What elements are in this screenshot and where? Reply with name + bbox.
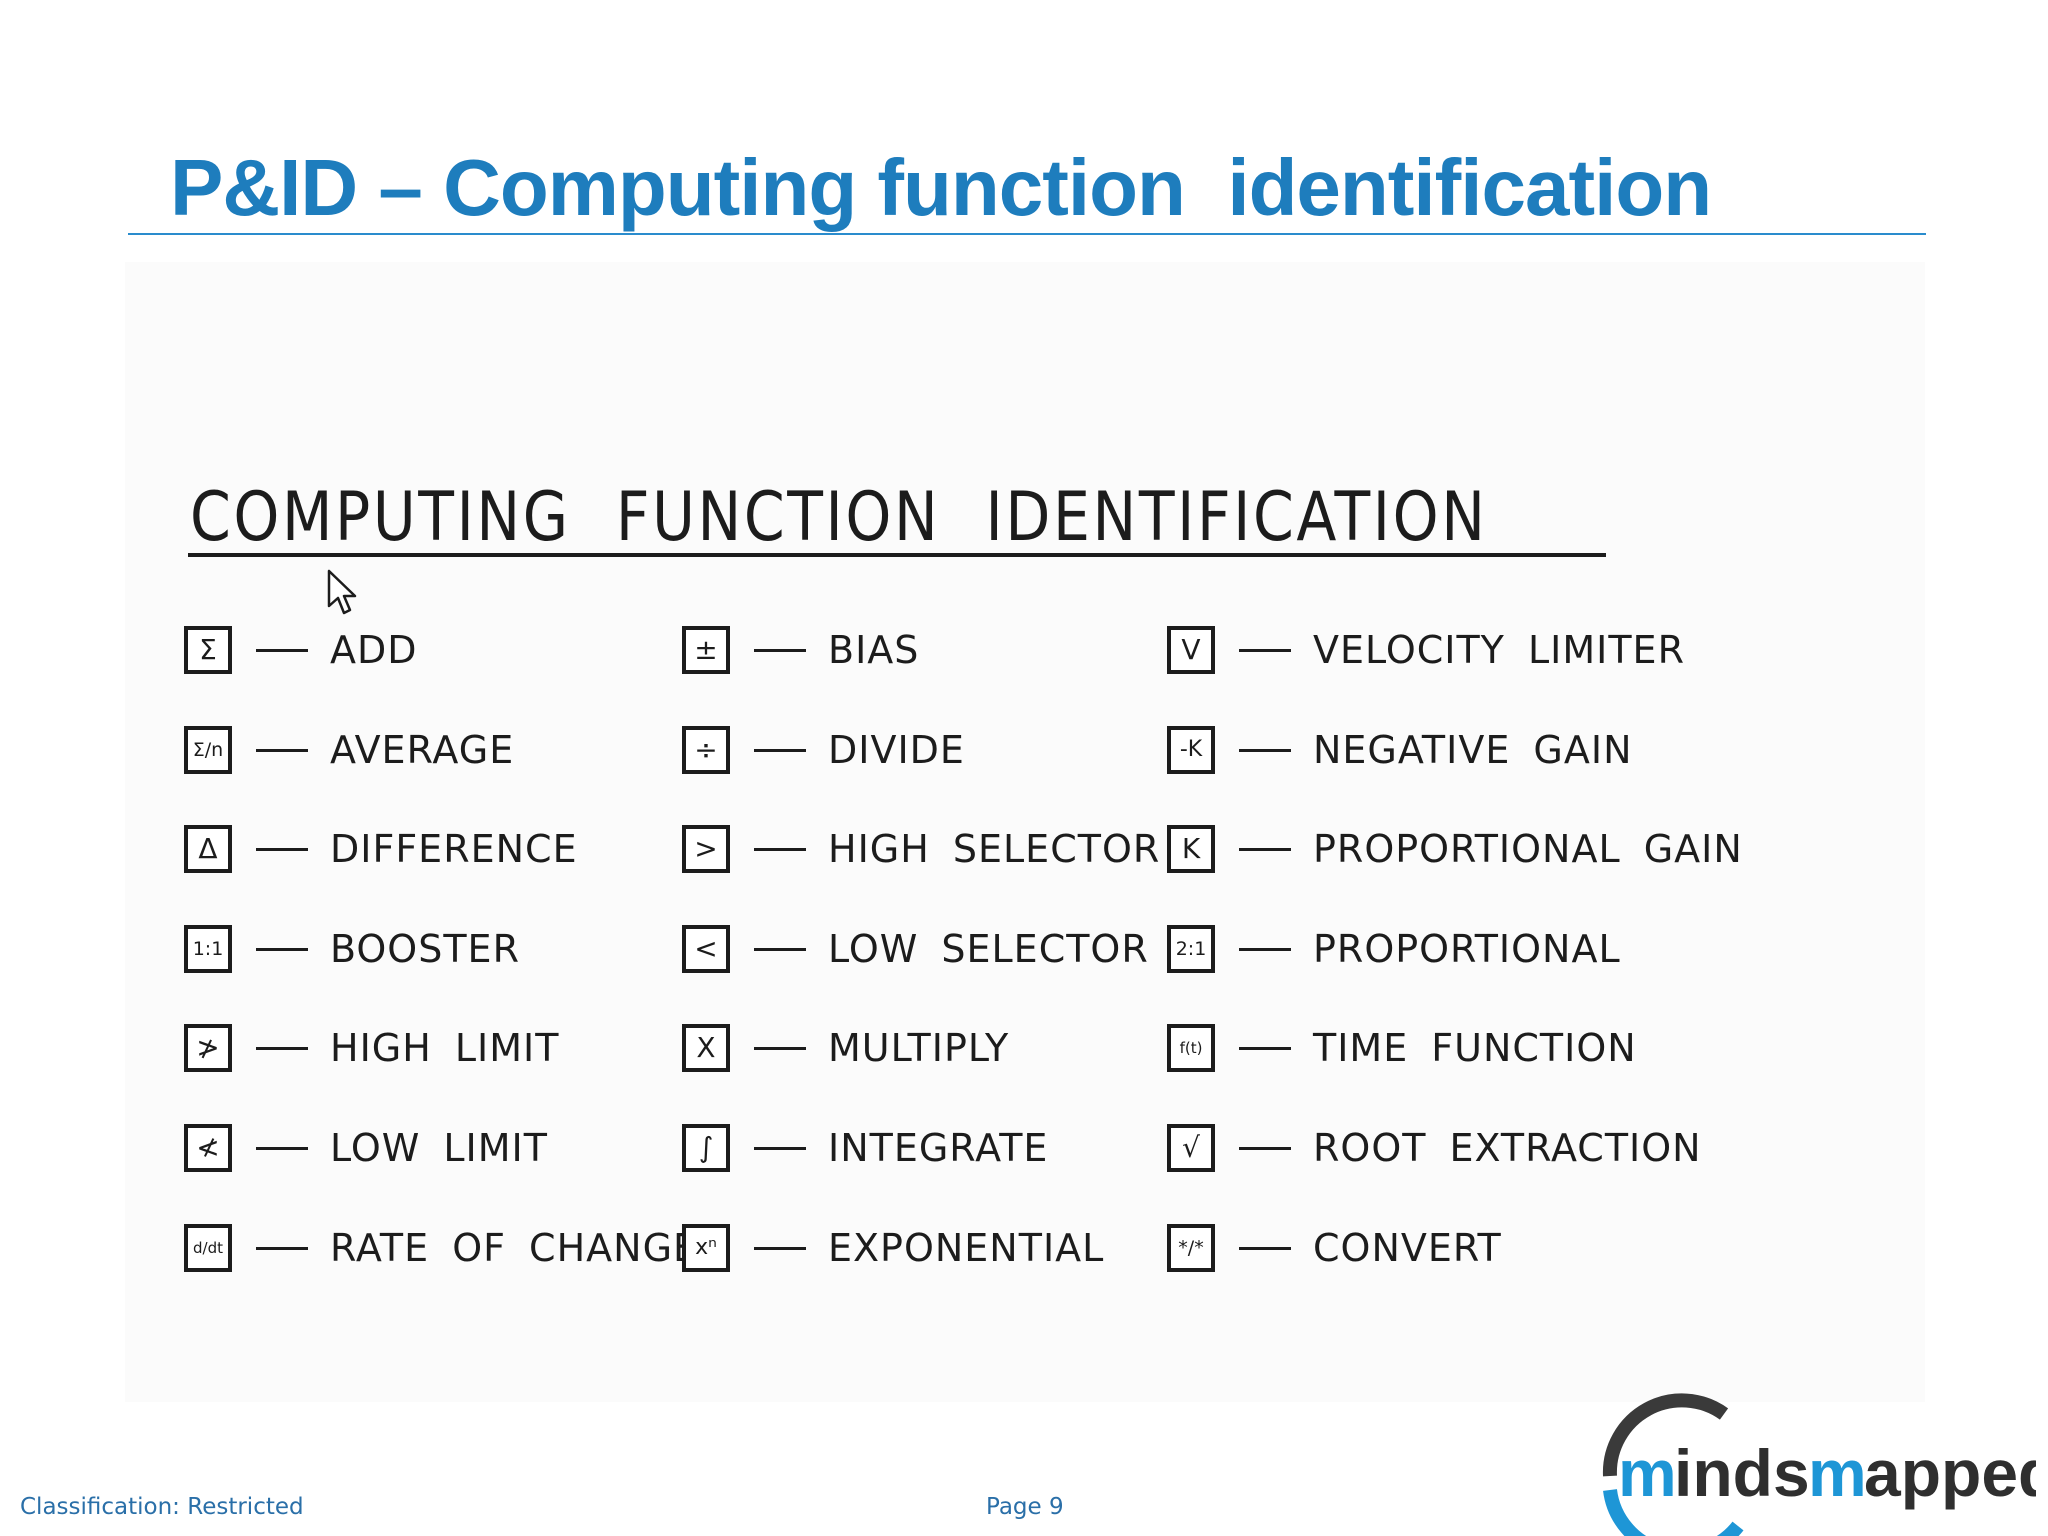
gain-icon: K [1167, 825, 1215, 873]
connector-dash [256, 1146, 308, 1150]
function-entry: f(t) TIME FUNCTION [1167, 1018, 1637, 1078]
exponent-icon: xⁿ [682, 1224, 730, 1272]
derivative-icon: d/dt [184, 1224, 232, 1272]
function-entry: V VELOCITY LIMITER [1167, 620, 1685, 680]
plus-minus-icon: ± [682, 626, 730, 674]
function-label: DIFFERENCE [330, 827, 578, 871]
function-entry: -K NEGATIVE GAIN [1167, 720, 1633, 780]
function-label: BOOSTER [330, 927, 520, 971]
title-divider [128, 233, 1926, 235]
connector-dash [1239, 847, 1291, 851]
svg-text:inds: inds [1674, 1436, 1810, 1510]
function-label: PROPORTIONAL GAIN [1313, 827, 1743, 871]
connector-dash [256, 1046, 308, 1050]
sigma-add-icon: Σ [184, 626, 232, 674]
function-label: BIAS [828, 628, 920, 672]
function-entry: ÷ DIVIDE [682, 720, 965, 780]
classification-label: Classification: Restricted [20, 1494, 304, 1520]
function-label: LOW LIMIT [330, 1126, 548, 1170]
function-entry: ∫ INTEGRATE [682, 1118, 1048, 1178]
function-label: CONVERT [1313, 1226, 1502, 1270]
figure-title: COMPUTING FUNCTION IDENTIFICATION [190, 478, 1488, 557]
function-label: ADD [330, 628, 418, 672]
function-label: VELOCITY LIMITER [1313, 628, 1685, 672]
function-entry: ≮ LOW LIMIT [184, 1118, 548, 1178]
svg-text:m: m [1618, 1436, 1677, 1510]
svg-text:m: m [1808, 1436, 1867, 1510]
connector-dash [754, 648, 806, 652]
figure-title-underline [188, 553, 1606, 557]
function-label: HIGH SELECTOR [828, 827, 1161, 871]
function-entry: K PROPORTIONAL GAIN [1167, 819, 1743, 879]
connector-dash [256, 847, 308, 851]
function-entry: Σ/n AVERAGE [184, 720, 514, 780]
function-entry: X MULTIPLY [682, 1018, 1009, 1078]
connector-dash [1239, 748, 1291, 752]
connector-dash [754, 748, 806, 752]
function-entry: ± BIAS [682, 620, 919, 680]
root-icon: √ [1167, 1124, 1215, 1172]
booster-ratio-icon: 1:1 [184, 925, 232, 973]
function-entry: > HIGH SELECTOR [682, 819, 1160, 879]
integral-icon: ∫ [682, 1124, 730, 1172]
function-label: MULTIPLY [828, 1026, 1010, 1070]
connector-dash [1239, 1146, 1291, 1150]
connector-dash [1239, 1246, 1291, 1250]
connector-dash [256, 648, 308, 652]
connector-dash [1239, 1046, 1291, 1050]
function-label: LOW SELECTOR [828, 927, 1149, 971]
function-label: HIGH LIMIT [330, 1026, 560, 1070]
mindsmapped-logo: m inds m apped [1602, 1393, 2036, 1536]
function-entry: Σ ADD [184, 620, 418, 680]
function-label: AVERAGE [330, 728, 515, 772]
connector-dash [754, 1146, 806, 1150]
connector-dash [256, 748, 308, 752]
sigma-average-icon: Σ/n [184, 726, 232, 774]
connector-dash [256, 947, 308, 951]
connector-dash [754, 1046, 806, 1050]
multiply-icon: X [682, 1024, 730, 1072]
velocity-limit-icon: V [1167, 626, 1215, 674]
less-than-icon: < [682, 925, 730, 973]
function-entry: xⁿ EXPONENTIAL [682, 1218, 1104, 1278]
connector-dash [754, 1246, 806, 1250]
connector-dash [256, 1246, 308, 1250]
connector-dash [1239, 947, 1291, 951]
convert-icon: */* [1167, 1224, 1215, 1272]
function-entry: ≯ HIGH LIMIT [184, 1018, 559, 1078]
function-entry: d/dt RATE OF CHANGE [184, 1218, 698, 1278]
page-number: Page 9 [986, 1494, 1064, 1520]
proportional-ratio-icon: 2:1 [1167, 925, 1215, 973]
negative-gain-icon: -K [1167, 726, 1215, 774]
logo-ring-icon [1602, 1393, 1744, 1536]
function-label: RATE OF CHANGE [330, 1226, 699, 1270]
divide-icon: ÷ [682, 726, 730, 774]
connector-dash [1239, 648, 1291, 652]
slide-title: P&ID – Computing function identification [170, 143, 1712, 232]
function-label: EXPONENTIAL [828, 1226, 1105, 1270]
function-entry: */* CONVERT [1167, 1218, 1502, 1278]
function-entry: < LOW SELECTOR [682, 919, 1149, 979]
function-label: INTEGRATE [828, 1126, 1049, 1170]
figure-panel [125, 262, 1925, 1402]
high-limit-icon: ≯ [184, 1024, 232, 1072]
function-entry: 2:1 PROPORTIONAL [1167, 919, 1621, 979]
function-entry: Δ DIFFERENCE [184, 819, 578, 879]
function-entry: √ ROOT EXTRACTION [1167, 1118, 1702, 1178]
delta-difference-icon: Δ [184, 825, 232, 873]
function-entry: 1:1 BOOSTER [184, 919, 520, 979]
function-label: DIVIDE [828, 728, 965, 772]
svg-text:apped: apped [1864, 1436, 2036, 1510]
low-limit-icon: ≮ [184, 1124, 232, 1172]
connector-dash [754, 947, 806, 951]
function-label: NEGATIVE GAIN [1313, 728, 1633, 772]
connector-dash [754, 847, 806, 851]
mouse-pointer-icon [327, 569, 357, 615]
function-label: TIME FUNCTION [1313, 1026, 1637, 1070]
function-label: PROPORTIONAL [1313, 927, 1621, 971]
time-function-icon: f(t) [1167, 1024, 1215, 1072]
greater-than-icon: > [682, 825, 730, 873]
function-label: ROOT EXTRACTION [1313, 1126, 1702, 1170]
